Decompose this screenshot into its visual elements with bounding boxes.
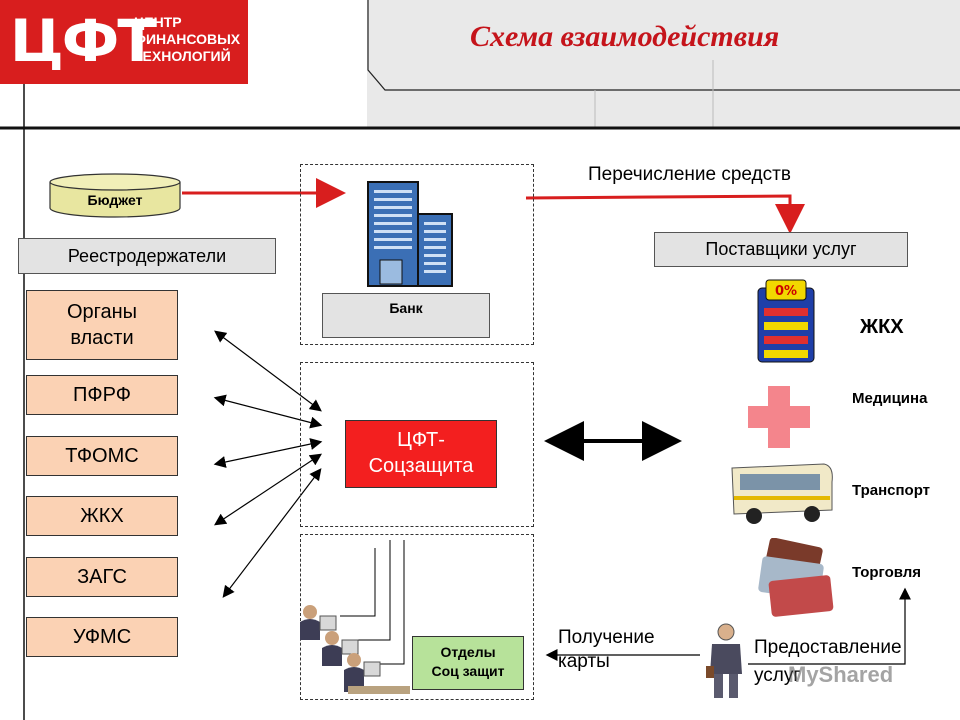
bus-icon xyxy=(731,463,833,524)
bank-region xyxy=(300,164,534,345)
left-item-tfoms: ТФОМС xyxy=(26,436,178,476)
budget-cylinder-icon xyxy=(49,173,181,218)
logo-caption-line: ТЕХНОЛОГИЙ xyxy=(134,48,231,64)
category-trade: Торговля xyxy=(852,564,922,581)
bank-to-providers-arrow xyxy=(525,194,805,234)
dept-connector xyxy=(340,548,376,617)
bank-building-icon xyxy=(367,181,453,287)
category-medicine: Медицина xyxy=(852,390,928,407)
bank-box: Банк xyxy=(322,293,490,338)
utility-terminal-icon: 0% xyxy=(757,279,815,363)
left-item-zhkh: ЖКХ xyxy=(26,496,178,536)
providers-box: Поставщики услуг xyxy=(654,232,908,267)
services-arrow xyxy=(748,587,911,665)
budget-label: Бюджет xyxy=(87,192,143,208)
medical-cross-icon xyxy=(748,386,810,448)
left-item-pfrf: ПФРФ xyxy=(26,375,178,415)
left-item-zags: ЗАГС xyxy=(26,557,178,597)
registry-box: Реестродержатели xyxy=(18,238,276,274)
link-arrow-pfrf xyxy=(213,394,323,429)
center-region xyxy=(300,362,534,527)
svg-text:0%: 0% xyxy=(775,284,797,299)
logo-caption-line: ФИНАНСОВЫХ xyxy=(134,31,241,47)
services-label: Предоставление услуг xyxy=(754,637,902,686)
category-transport: Транспорт xyxy=(852,482,931,499)
logo-caption: ЦЕНТР ФИНАНСОВЫХ ТЕХНОЛОГИЙ xyxy=(134,14,240,65)
dept-connector xyxy=(352,540,391,641)
left-item-organs: Органы власти xyxy=(26,290,178,360)
header-panel-outline xyxy=(367,0,960,91)
header-background xyxy=(367,0,960,128)
watermark: MyShared xyxy=(788,662,894,687)
left-item-ufms: УФМС xyxy=(26,617,178,657)
departments-box: Отделы Соц защит xyxy=(412,636,524,690)
office-workers-icon xyxy=(300,605,410,694)
cft-logo: ЦФТ ЦЕНТР ФИНАНСОВЫХ ТЕХНОЛОГИЙ xyxy=(0,0,248,84)
cards-icon xyxy=(758,538,834,617)
category-zhkh: ЖКХ xyxy=(860,316,904,338)
departments-region xyxy=(300,534,534,700)
logo-mark: ЦФТ xyxy=(10,7,157,75)
logo-caption-line: ЦЕНТР xyxy=(134,14,182,30)
dept-connector xyxy=(372,540,405,665)
get-card-label: Получение карты xyxy=(558,627,655,672)
link-arrow-zags xyxy=(222,468,322,598)
cft-soczashchita-box: ЦФТ- Соцзащита xyxy=(345,420,497,488)
page-title: Схема взаимодействия xyxy=(470,20,780,53)
person-icon xyxy=(706,623,742,698)
transfer-label: Перечисление средств xyxy=(588,164,791,185)
